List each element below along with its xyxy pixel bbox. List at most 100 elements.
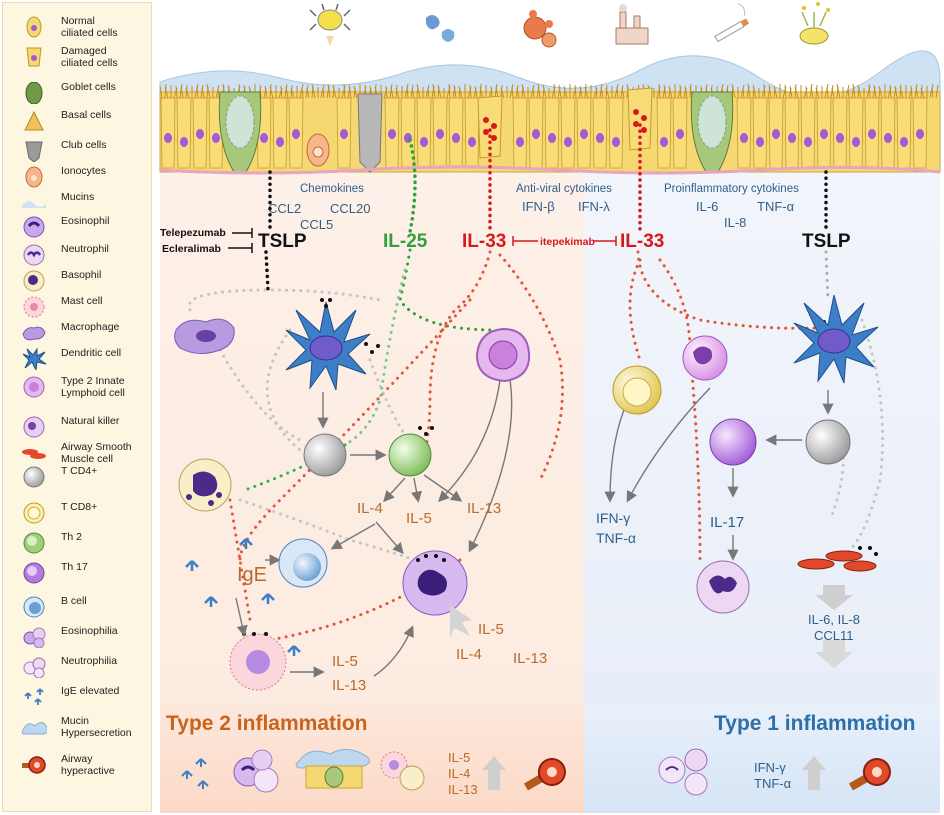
itepekimab-label: itepekimab [540,236,595,248]
legend-item: Natural killer [3,413,153,439]
chemokines-group: Chemokines CCL2 CCL5 CCL20 [268,183,370,232]
airway-hyperactive-icon-type2 [523,758,566,791]
legend-item: Dendritic cell [3,345,153,372]
legend-label: Macrophage [61,321,120,333]
type2-up-arrow [482,756,506,790]
legend-label: Mucin Hypersecretion [61,715,132,739]
il13-label: IL-13 [467,500,501,517]
macrophage [174,318,235,354]
eosinophil-icon [21,216,47,238]
ciliated-cell [672,97,688,169]
dendritic-cell-left [285,301,371,391]
legend-item: Club cells [3,137,153,163]
cigarette-icon [714,3,750,43]
eosinophil-center [402,550,468,616]
ciliated-cell [592,97,608,169]
legend-label: Club cells [61,139,107,151]
cytokine-il8: IL-8 [724,215,746,230]
il4-label: IL-4 [357,500,383,517]
ciliated-cell [752,97,768,169]
legend-item: Airway Smooth Muscle cell [3,439,153,465]
natural-killer-cell [682,335,728,381]
ciliated-cell [432,97,448,169]
t-cd4-cell-left [303,433,347,477]
legend-label: Th 2 [61,531,83,543]
ciliated-cell [800,97,816,169]
antiviral-title: Anti-viral cytokines [516,183,612,195]
factory-icon [615,4,649,45]
type1-footer-icons [658,748,891,796]
legend-label: Type 2 Innate Lymphoid cell [61,375,125,399]
goblet-cell-icon [21,81,47,105]
eosinophil-output-arrow [450,605,472,638]
goblet-cell [690,91,734,173]
type2-footer-il13: IL-13 [448,782,478,797]
legend-item: Neutrophilia [3,653,153,679]
ciliated-cell [896,97,912,169]
ciliated-cell [816,97,832,169]
ciliated-cell [768,97,784,169]
ciliated-cell [560,97,576,169]
dendritic-cell-icon [21,347,47,372]
legend-label: Goblet cells [61,81,116,93]
airway-smooth-muscle [797,550,877,572]
tezepelumab-inhibitor: Telepezumab [160,227,253,239]
ciliated-cell [160,97,176,169]
neutrophil [696,560,750,614]
house-dust-mite-icon [309,3,351,46]
club-cell-icon [21,140,47,163]
legend-label: Dendritic cell [61,347,122,359]
virus-icon [523,10,557,48]
legend-item: Mucins [3,189,153,215]
legend-label: Eosinophil [61,215,110,227]
ciliated-cell [416,97,432,169]
b-cell [278,538,328,588]
ciliated-cell [528,97,544,169]
chemokine-ccl2: CCL2 [268,201,301,216]
ciliated-cell [272,97,288,169]
legend-label: Basal cells [61,109,112,121]
legend-item: Eosinophilia [3,623,153,649]
dendritic-cell-right [793,294,879,384]
type1-background [584,170,940,705]
legend-item: Basal cells [3,107,153,133]
smooth-muscle-icon [21,442,47,464]
pathway-arrows [235,379,834,678]
tslp-right-label: TSLP [802,231,851,252]
ilc2-cell [475,327,531,383]
ciliated-cell [384,97,400,169]
ige-elevated-icon [181,758,209,789]
macrophage-icon [21,322,47,344]
legend-label: Neutrophilia [61,655,118,667]
mucin-hypersecretion-icon [295,749,370,789]
ciliated-cell [864,97,880,169]
legend-label: Neutrophil [61,243,109,255]
neutrophilia-icon [21,656,47,679]
type1-footer-cytokines: IFN-γ TNF-α [754,760,791,792]
type2-background [160,170,584,705]
chemokine-ccl20: CCL20 [330,201,370,216]
ilc2-icon [21,376,47,398]
mast-cell [229,633,287,691]
th2-cell [388,433,432,477]
ciliated-cell [656,97,672,169]
b-cell-icon [21,596,47,618]
ciliated-cell [448,97,464,169]
legend-item: Eosinophil [3,213,153,239]
damaged-ciliated-cell [627,87,653,151]
t-cd8-icon [21,502,47,524]
il5-label: IL-5 [406,510,432,527]
t-cd8-cell [612,365,662,415]
legend-label: T CD4+ [61,465,98,477]
epithelial-cells [160,87,928,169]
il25-label: IL-25 [383,231,428,252]
legend-label: Normal ciliated cells [61,15,118,39]
legend-item: Mast cell [3,293,153,319]
ecleralimab-label: Ecleralimab [162,243,221,255]
cytokine-tnf-alpha: TNF-α [757,199,795,214]
neutrophilia-icon [658,748,708,796]
legend-item: IgE elevated [3,683,153,709]
tezepelumab-label: Telepezumab [160,227,226,239]
